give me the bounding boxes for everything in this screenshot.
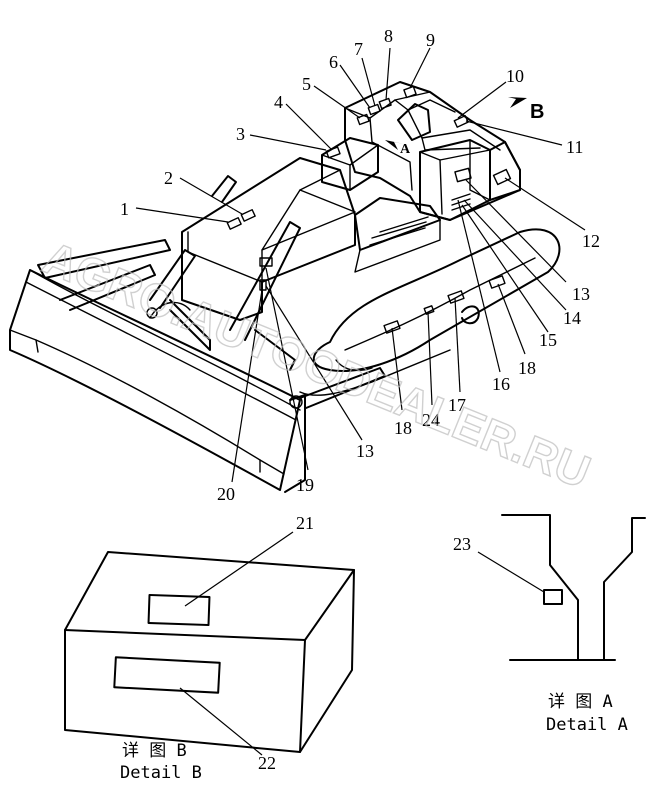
callout-13: 13 (572, 284, 590, 304)
callout-numbers: 1 2 3 4 5 6 7 8 9 10 11 12 13 14 15 16 1… (120, 26, 600, 773)
view-b-label: B (530, 101, 544, 123)
detail-a-drawing (501, 514, 646, 661)
callout-24: 24 (422, 410, 440, 430)
detail-b-drawing (64, 551, 355, 753)
detail-b-caption-cn: 详 图 B (122, 741, 187, 761)
callout-18-secondary: 18 (394, 418, 412, 438)
view-b-arrow (508, 97, 527, 108)
callout-6: 6 (329, 52, 338, 72)
view-a-label: A (400, 142, 411, 157)
callout-16: 16 (492, 374, 510, 394)
callout-5: 5 (302, 74, 311, 94)
callout-22: 22 (258, 753, 276, 773)
callout-13-secondary: 13 (356, 441, 374, 461)
callout-7: 7 (354, 39, 363, 59)
detail-a-caption-en: Detail A (546, 715, 628, 735)
callout-10: 10 (506, 66, 524, 86)
callout-4: 4 (274, 92, 283, 112)
detail-a-caption-cn: 详 图 A (548, 692, 613, 712)
callout-23: 23 (453, 534, 471, 554)
callout-19: 19 (296, 475, 314, 495)
detail-b-caption-en: Detail B (120, 763, 202, 783)
callout-14: 14 (563, 308, 581, 328)
leader-lines (135, 47, 586, 756)
bulldozer-drawing (9, 81, 561, 493)
callout-11: 11 (566, 137, 583, 157)
callout-2: 2 (164, 168, 173, 188)
callout-12: 12 (582, 231, 600, 251)
callout-1: 1 (120, 199, 129, 219)
callout-17: 17 (448, 395, 466, 415)
callout-8: 8 (384, 26, 393, 46)
watermark: AGRO.AUTOODEALER.RU (36, 231, 597, 498)
callout-9: 9 (426, 30, 435, 50)
callout-3: 3 (236, 124, 245, 144)
view-arrows: A B (385, 97, 544, 157)
callout-20: 20 (217, 484, 235, 504)
callout-21: 21 (296, 513, 314, 533)
callout-15: 15 (539, 330, 557, 350)
view-a-arrow (385, 140, 404, 150)
callout-18: 18 (518, 358, 536, 378)
